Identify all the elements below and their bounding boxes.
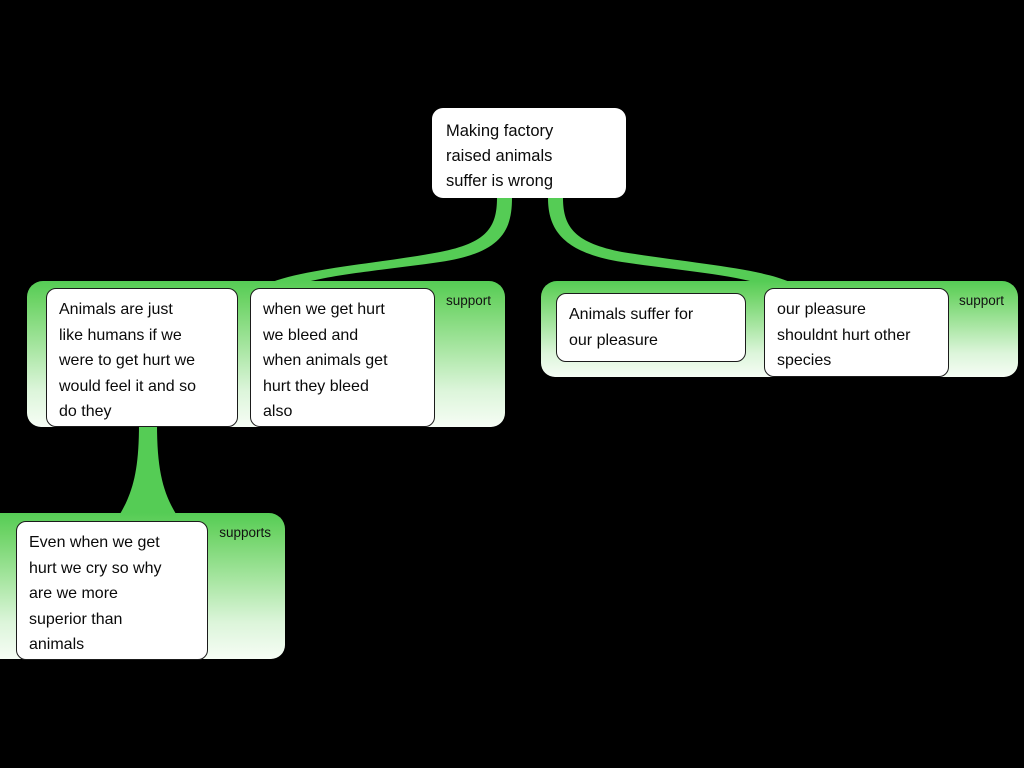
reason-card-even-when-we-cry[interactable]: Even when we get hurt we cry so why are …: [16, 521, 208, 660]
reason-card-text: Animals are just like humans if we were …: [59, 301, 196, 420]
reason-card-text: Even when we get hurt we cry so why are …: [29, 534, 162, 653]
reason-card-animals-like-humans[interactable]: Animals are just like humans if we were …: [46, 288, 238, 427]
reason-card-animals-suffer[interactable]: Animals suffer for our pleasure: [556, 293, 746, 362]
reason-card-text: Animals suffer for our pleasure: [569, 306, 694, 349]
reason-card-we-bleed[interactable]: when we get hurt we bleed and when anima…: [250, 288, 435, 427]
reason-card-text: our pleasure shouldnt hurt other species: [777, 301, 911, 369]
root-claim-box[interactable]: Making factory raised animals suffer is …: [432, 108, 626, 198]
support-group-right-label: support: [958, 293, 1004, 308]
supports-group-bottom-label: supports: [219, 525, 271, 540]
reason-card-text: when we get hurt we bleed and when anima…: [263, 301, 388, 420]
reason-card-our-pleasure[interactable]: our pleasure shouldnt hurt other species: [764, 288, 949, 377]
support-group-left-label: support: [445, 293, 491, 308]
root-claim-text: Making factory raised animals suffer is …: [446, 122, 554, 190]
connector-support-left-to-supports-bottom: [120, 424, 176, 514]
